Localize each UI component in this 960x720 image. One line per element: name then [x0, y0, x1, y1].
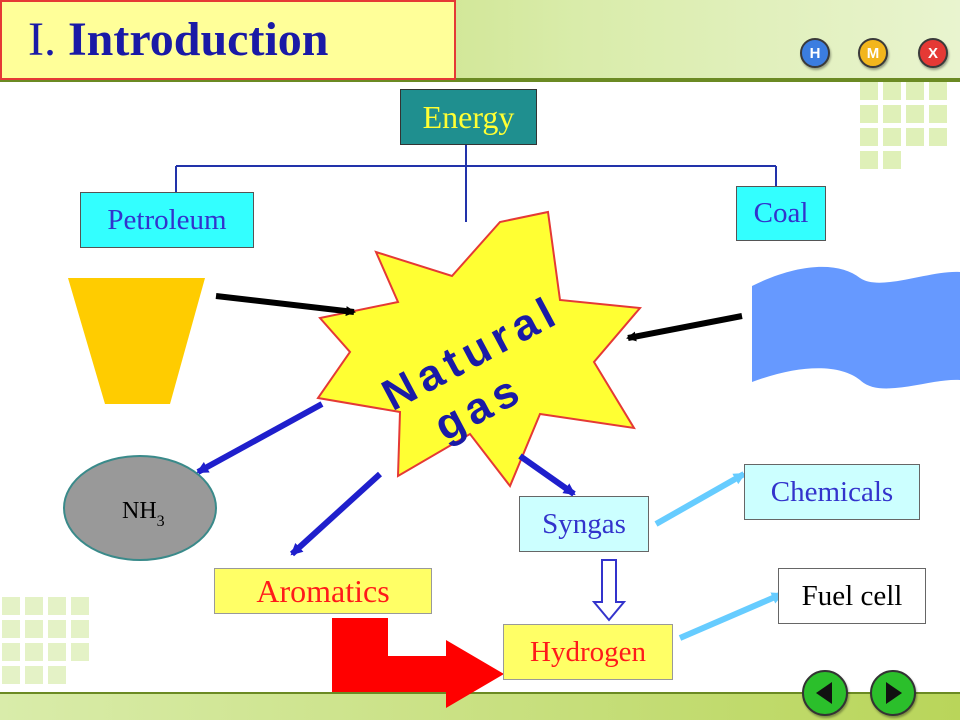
syngas-to-hydrogen-arrow [591, 559, 627, 622]
fuel-cell-node: Fuel cell [778, 568, 926, 624]
nh3-shape [63, 455, 217, 561]
nh3-label: NH3 [122, 498, 165, 530]
gas-to-nh3-arrow [196, 401, 324, 475]
chemicals-node: Chemicals [744, 464, 920, 520]
energy-node: Energy [400, 89, 537, 145]
aromatics-to-hydrogen-arrow [332, 618, 504, 708]
top-divider [0, 78, 960, 82]
hierarchy-connectors [175, 144, 777, 222]
title-text: Introduction [67, 13, 329, 66]
menu-button[interactable]: M [858, 38, 888, 68]
close-button[interactable]: X [918, 38, 948, 68]
title-box [0, 0, 456, 80]
petroleum-node: Petroleum [80, 192, 254, 248]
decor-grid-bottom-left [2, 597, 89, 684]
syngas-to-chemicals-arrow [654, 471, 746, 527]
previous-button[interactable] [802, 670, 848, 716]
previous-arrow-icon [816, 682, 832, 704]
bottom-divider [0, 692, 960, 695]
gas-to-syngas-arrow [518, 453, 576, 497]
help-button[interactable]: H [800, 38, 830, 68]
coal-node: Coal [736, 186, 826, 241]
page-title: I. Introduction [28, 12, 329, 68]
next-arrow-icon [886, 682, 902, 704]
menu-icon: M [866, 44, 880, 62]
title-numeral: I. [28, 13, 56, 66]
close-icon: X [927, 44, 938, 62]
next-button[interactable] [870, 670, 916, 716]
hydrogen-to-fuelcell-arrow [678, 591, 784, 641]
hydrogen-node: Hydrogen [503, 624, 673, 680]
syngas-node: Syngas [519, 496, 649, 552]
natural-gas-star [316, 210, 642, 488]
coal-shape [752, 266, 960, 389]
bottom-banner [0, 694, 960, 720]
aromatics-node: Aromatics [214, 568, 432, 614]
help-icon: H [809, 44, 821, 62]
petroleum-to-gas-arrow [215, 293, 356, 317]
decor-grid-top-right [860, 82, 947, 169]
gas-to-aromatics-arrow [289, 471, 383, 557]
coal-to-gas-arrow [626, 313, 743, 342]
petroleum-shape [68, 278, 205, 404]
